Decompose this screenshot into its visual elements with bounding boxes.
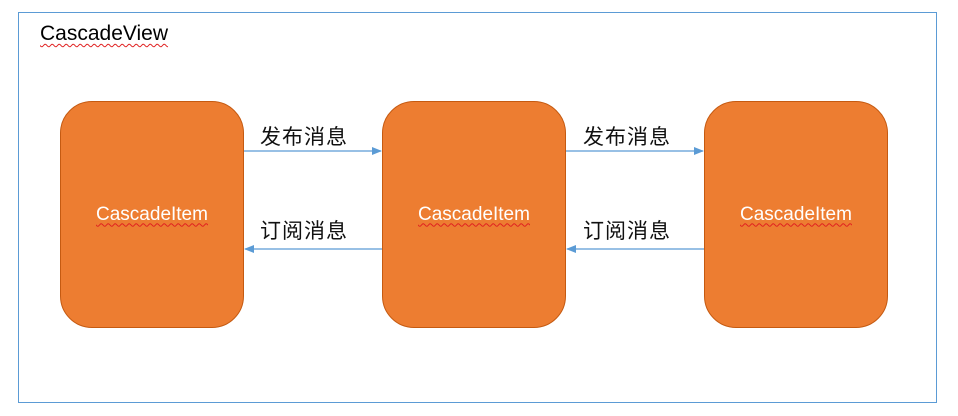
subscribe-label-1: 订阅消息 bbox=[260, 219, 348, 243]
cascade-item-3: CascadeItem bbox=[704, 101, 888, 328]
cascade-item-1: CascadeItem bbox=[60, 101, 244, 328]
cascade-view-frame bbox=[18, 12, 937, 403]
publish-label-1: 发布消息 bbox=[260, 125, 348, 149]
cascade-item-label: CascadeItem bbox=[418, 203, 530, 225]
diagram-title: CascadeView bbox=[40, 22, 169, 45]
publish-label-2: 发布消息 bbox=[583, 125, 671, 149]
cascade-item-label: CascadeItem bbox=[740, 203, 852, 225]
cascade-item-2: CascadeItem bbox=[382, 101, 566, 328]
cascade-item-label: CascadeItem bbox=[96, 203, 208, 225]
subscribe-label-2: 订阅消息 bbox=[583, 219, 671, 243]
